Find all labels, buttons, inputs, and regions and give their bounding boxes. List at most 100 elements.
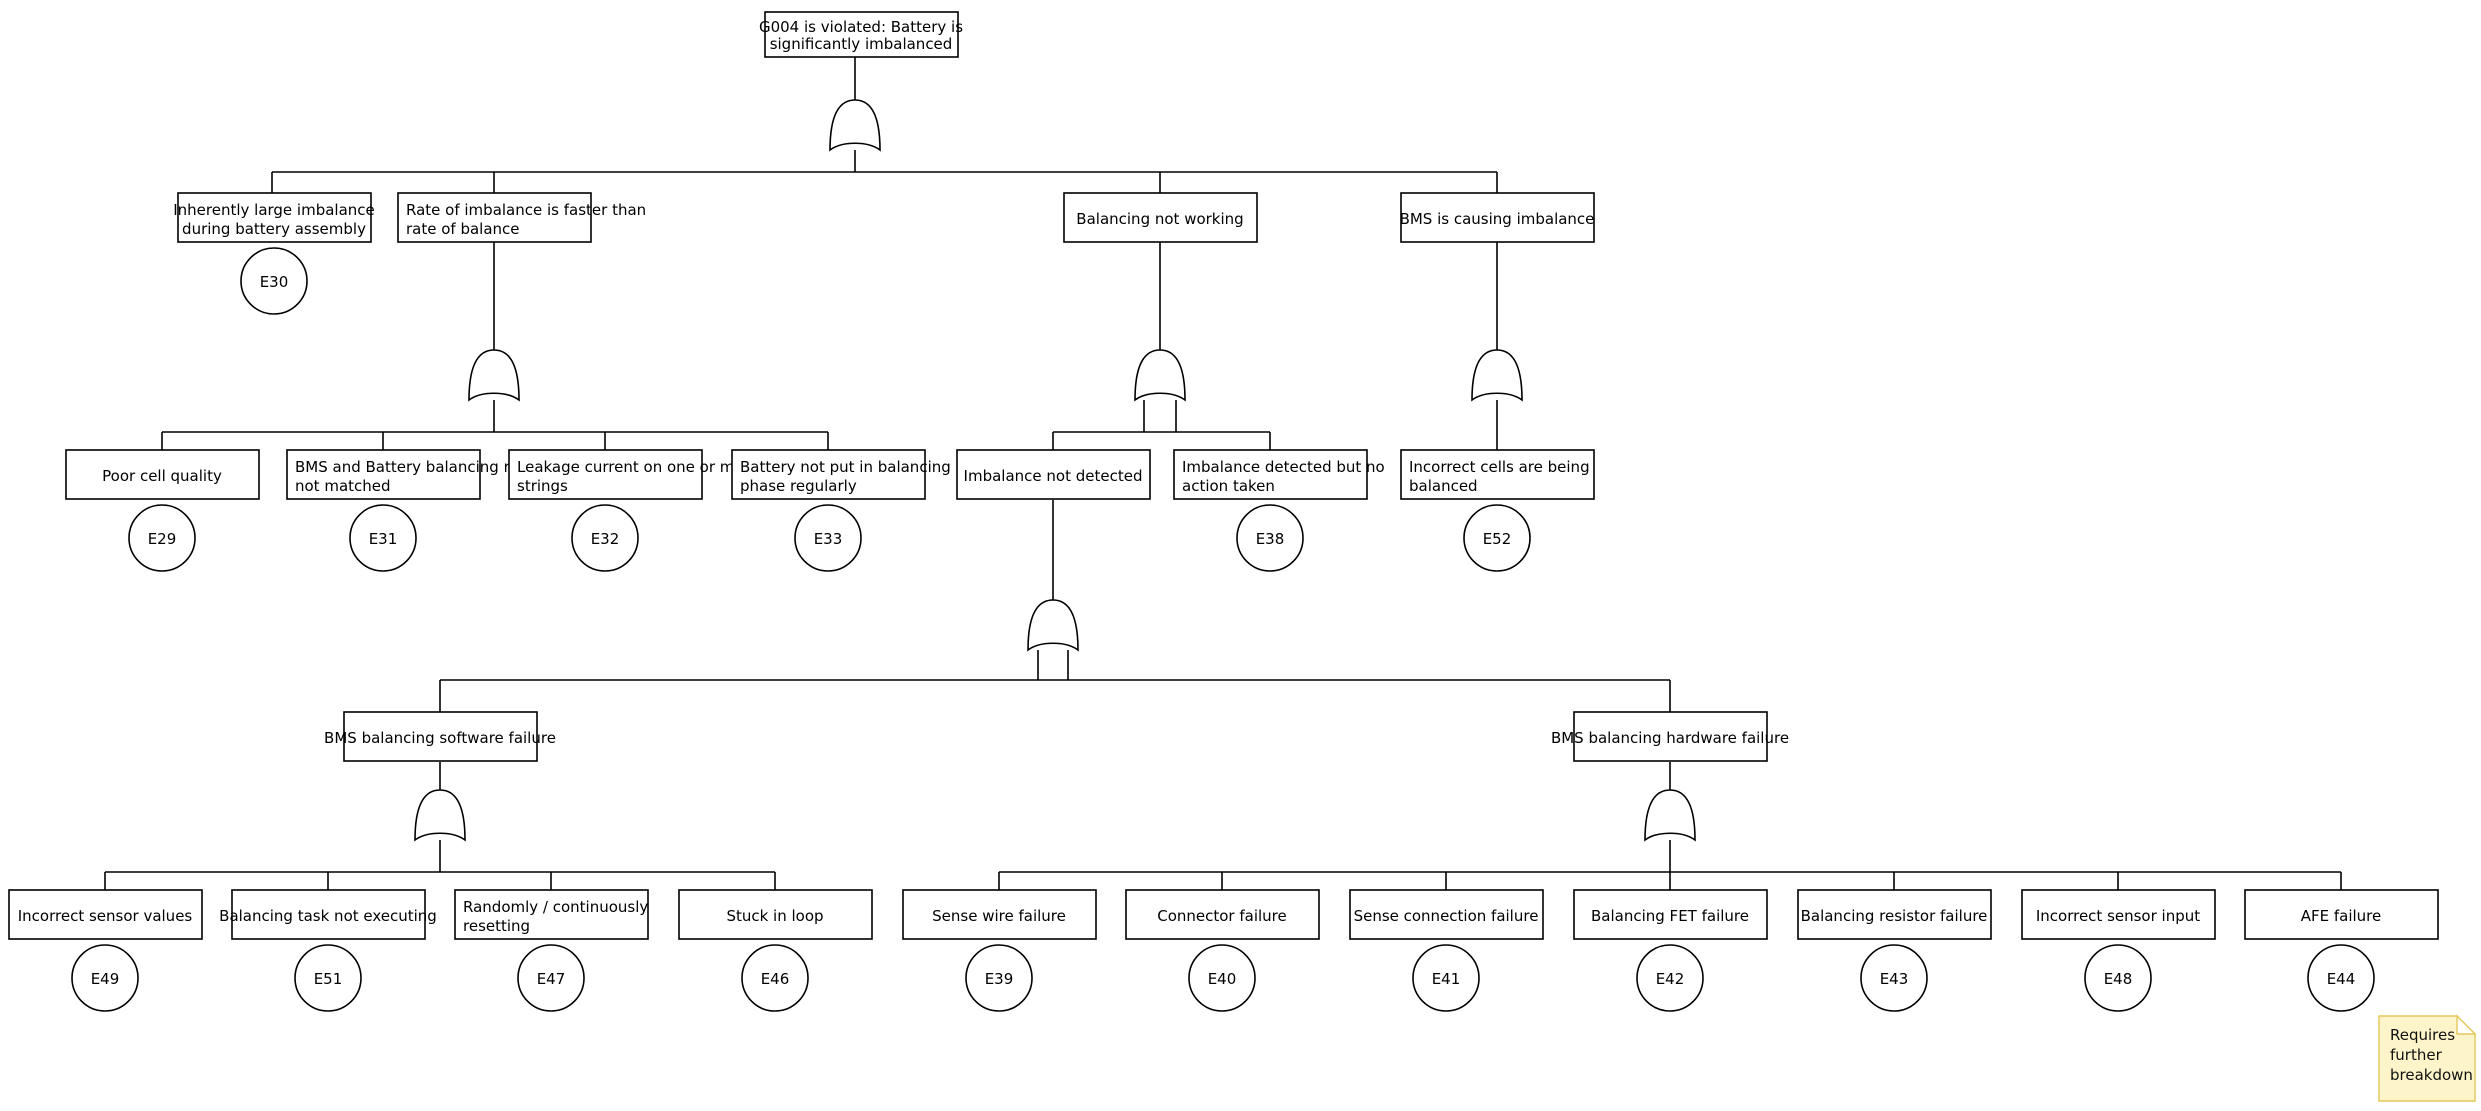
node-box-l5s-1[interactable]: [231, 889, 426, 940]
event-circle-E41[interactable]: [1412, 944, 1480, 1012]
node-box-l5h-1[interactable]: [1125, 889, 1320, 940]
event-circle-E30[interactable]: [240, 247, 308, 315]
node-l3r-0-line-0: Poor cell quality: [102, 467, 222, 485]
node-l5s-3[interactable]: Stuck in loop E46: [678, 889, 873, 1012]
node-box-l3r-3[interactable]: [731, 449, 926, 500]
node-l5h-1[interactable]: Connector failure E40: [1125, 889, 1320, 1012]
event-label-E41: E41: [1432, 970, 1461, 988]
event-circle-E48[interactable]: [2084, 944, 2152, 1012]
node-l4-0-line-0: BMS balancing software failure: [324, 729, 556, 747]
node-l5s-2-line-1: resetting: [463, 917, 530, 935]
node-l2-3[interactable]: BMS is causing imbalance: [1400, 192, 1595, 243]
node-l5h-3[interactable]: Balancing FET failure E42: [1573, 889, 1768, 1012]
node-top-line-1: significantly imbalanced: [770, 35, 953, 53]
node-box-l5h-6[interactable]: [2244, 889, 2439, 940]
node-box-l3r-0[interactable]: [65, 449, 260, 500]
event-circle-E47[interactable]: [517, 944, 585, 1012]
node-l5s-2[interactable]: Randomly / continuously resetting E47: [454, 889, 649, 1012]
node-box-l2-0[interactable]: [177, 192, 372, 243]
node-l4-0[interactable]: BMS balancing software failure: [324, 711, 556, 762]
event-circle-E42[interactable]: [1636, 944, 1704, 1012]
node-box-l5s-0[interactable]: [8, 889, 203, 940]
node-l5s-1[interactable]: Balancing task not executing E51: [219, 889, 437, 1012]
node-box-l3m-0[interactable]: [1400, 449, 1595, 500]
node-l5h-4[interactable]: Balancing resistor failure E43: [1797, 889, 1992, 1012]
node-l5h-0-line-0: Sense wire failure: [932, 907, 1066, 925]
node-l3r-2[interactable]: Leakage current on one or more strings E…: [508, 449, 759, 572]
gate-layer: [414, 99, 1696, 842]
sticky-note-body[interactable]: [2378, 1015, 2476, 1102]
node-l2-0-line-1: during battery assembly: [182, 220, 366, 238]
node-l3b-1[interactable]: Imbalance detected but no action taken E…: [1173, 449, 1385, 572]
node-l2-0[interactable]: Inherently large imbalance during batter…: [173, 192, 375, 315]
node-box-l2-3[interactable]: [1400, 192, 1595, 243]
event-circle-E29[interactable]: [128, 504, 196, 572]
event-label-E29: E29: [148, 530, 177, 548]
or-gate-rate[interactable]: [468, 349, 520, 402]
event-circle-E33[interactable]: [794, 504, 862, 572]
node-box-l4-0[interactable]: [343, 711, 538, 762]
node-l3r-2-line-1: strings: [517, 477, 568, 495]
node-box-l3r-2[interactable]: [508, 449, 703, 500]
node-top[interactable]: G004 is violated: Battery is significant…: [759, 11, 963, 58]
node-l3b-0[interactable]: Imbalance not detected: [956, 449, 1151, 500]
sticky-note-line-0: Requires: [2390, 1026, 2455, 1044]
event-circle-E32[interactable]: [571, 504, 639, 572]
sticky-note-line-1: further: [2390, 1046, 2443, 1064]
node-l5h-6[interactable]: AFE failure E44: [2244, 889, 2439, 1012]
event-circle-E46[interactable]: [741, 944, 809, 1012]
node-box-l5s-3[interactable]: [678, 889, 873, 940]
event-label-E30: E30: [260, 273, 289, 291]
node-box-top[interactable]: [764, 11, 959, 58]
sticky-note-line-2: breakdown: [2390, 1066, 2473, 1084]
event-circle-E49[interactable]: [71, 944, 139, 1012]
or-gate-hardware[interactable]: [1644, 789, 1696, 842]
node-l5s-0[interactable]: Incorrect sensor values E49: [8, 889, 203, 1012]
node-box-l2-1[interactable]: [397, 192, 592, 243]
node-box-l3b-0[interactable]: [956, 449, 1151, 500]
node-l5h-5[interactable]: Incorrect sensor input E48: [2021, 889, 2216, 1012]
node-l3m-0[interactable]: Incorrect cells are being balanced E52: [1400, 449, 1595, 572]
node-l2-2[interactable]: Balancing not working: [1063, 192, 1258, 243]
event-label-E31: E31: [369, 530, 398, 548]
event-circle-E44[interactable]: [2307, 944, 2375, 1012]
or-gate-balancing[interactable]: [1134, 349, 1186, 402]
node-box-l4-1[interactable]: [1573, 711, 1768, 762]
event-circle-E43[interactable]: [1860, 944, 1928, 1012]
node-l5h-4-line-0: Balancing resistor failure: [1801, 907, 1988, 925]
event-circle-E40[interactable]: [1188, 944, 1256, 1012]
event-circle-E38[interactable]: [1236, 504, 1304, 572]
node-box-l3b-1[interactable]: [1173, 449, 1368, 500]
node-box-l3r-1[interactable]: [286, 449, 481, 500]
or-gate-bms[interactable]: [1471, 349, 1523, 402]
or-gate-imbalance-not-detected[interactable]: [1027, 599, 1079, 652]
node-l3r-1[interactable]: BMS and Battery balancing rates not matc…: [286, 449, 542, 572]
node-box-l5h-2[interactable]: [1349, 889, 1544, 940]
node-box-l5h-3[interactable]: [1573, 889, 1768, 940]
node-l5h-2[interactable]: Sense connection failure E41: [1349, 889, 1544, 1012]
node-l2-1-line-1: rate of balance: [406, 220, 520, 238]
node-l3r-0[interactable]: Poor cell quality E29: [65, 449, 260, 572]
node-box-l5h-4[interactable]: [1797, 889, 1992, 940]
node-l5h-0[interactable]: Sense wire failure E39: [902, 889, 1097, 1012]
event-label-E43: E43: [1880, 970, 1909, 988]
node-top-line-0: G004 is violated: Battery is: [759, 18, 963, 36]
node-box-l5s-2[interactable]: [454, 889, 649, 940]
event-circle-E51[interactable]: [294, 944, 362, 1012]
node-l5h-6-line-0: AFE failure: [2301, 907, 2382, 925]
sticky-note-fold-icon: [2456, 1014, 2477, 1035]
node-l4-1[interactable]: BMS balancing hardware failure: [1551, 711, 1789, 762]
event-circle-E31[interactable]: [349, 504, 417, 572]
node-l3r-3[interactable]: Battery not put in balancing phase regul…: [731, 449, 951, 572]
node-box-l5h-0[interactable]: [902, 889, 1097, 940]
event-label-E49: E49: [91, 970, 120, 988]
node-box-l5h-5[interactable]: [2021, 889, 2216, 940]
node-l2-1[interactable]: Rate of imbalance is faster than rate of…: [397, 192, 646, 243]
node-l5s-3-line-0: Stuck in loop: [726, 907, 823, 925]
or-gate-root[interactable]: [829, 99, 881, 152]
node-box-l2-2[interactable]: [1063, 192, 1258, 243]
or-gate-software[interactable]: [414, 789, 466, 842]
event-circle-E39[interactable]: [965, 944, 1033, 1012]
sticky-note[interactable]: Requires further breakdown: [2378, 1014, 2477, 1102]
event-circle-E52[interactable]: [1463, 504, 1531, 572]
